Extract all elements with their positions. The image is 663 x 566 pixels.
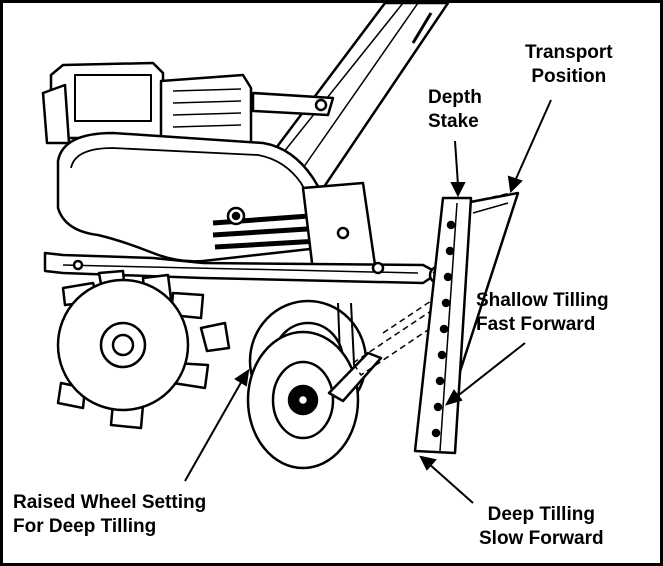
depth-stake [413, 196, 473, 455]
label-depth-stake: Depth Stake [428, 87, 482, 132]
arrow-depth-stake [450, 140, 466, 198]
tines [56, 269, 231, 430]
tiller-drawing [41, 3, 552, 504]
engine [41, 61, 335, 145]
label-shallow-tilling: Shallow Tilling Fast Forward [476, 290, 609, 335]
label-deep-tilling: Deep Tilling Slow Forward [479, 504, 604, 549]
label-transport-position: Transport Position [525, 42, 613, 87]
tine-hood [56, 131, 377, 273]
arrow-transport [507, 99, 552, 194]
arrow-shallow [444, 342, 526, 406]
wheel-raised [246, 330, 383, 470]
arrow-deep [419, 455, 474, 504]
arrow-raised-wheel [184, 368, 250, 482]
label-raised-wheel: Raised Wheel Setting For Deep Tilling [13, 492, 207, 537]
